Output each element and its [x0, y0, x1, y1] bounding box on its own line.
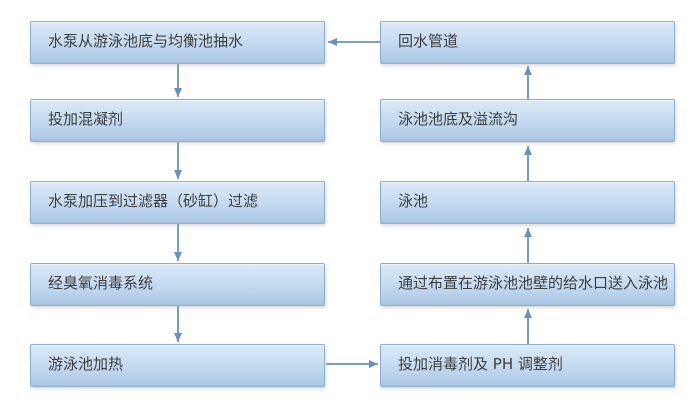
flow-node-label: 泳池: [398, 191, 429, 210]
flow-node-label: 水泵从游泳池底与均衡池抽水: [48, 31, 244, 50]
flow-node-wall-inlet: 通过布置在游泳池池壁的给水口送入泳池: [380, 263, 675, 306]
flow-node-label: 投加混凝剂: [48, 109, 124, 128]
flow-node-return-pipe: 回水管道: [380, 21, 675, 64]
flow-node-pool-heating: 游泳池加热: [30, 344, 325, 387]
flow-node-label: 游泳池加热: [48, 354, 124, 373]
flow-node-label: 水泵加压到过滤器（砂缸）过滤: [48, 191, 259, 210]
flow-node-label: 回水管道: [398, 31, 459, 50]
flow-node-coagulant: 投加混凝剂: [30, 99, 325, 142]
flow-node-ozone-disinfection: 经臭氧消毒系统: [30, 263, 325, 306]
flow-node-filter: 水泵加压到过滤器（砂缸）过滤: [30, 181, 325, 224]
flow-node-pool-bottom-overflow: 泳池池底及溢流沟: [380, 99, 675, 142]
flow-node-disinfectant-ph: 投加消毒剂及 PH 调整剂: [380, 344, 675, 387]
flow-node-pump-intake: 水泵从游泳池底与均衡池抽水: [30, 21, 325, 64]
flow-node-label: 通过布置在游泳池池壁的给水口送入泳池: [398, 273, 669, 292]
flow-node-label: 泳池池底及溢流沟: [398, 109, 519, 128]
flow-node-label: 投加消毒剂及 PH 调整剂: [398, 354, 563, 373]
flow-node-label: 经臭氧消毒系统: [48, 273, 154, 292]
flow-node-pool: 泳池: [380, 181, 675, 224]
